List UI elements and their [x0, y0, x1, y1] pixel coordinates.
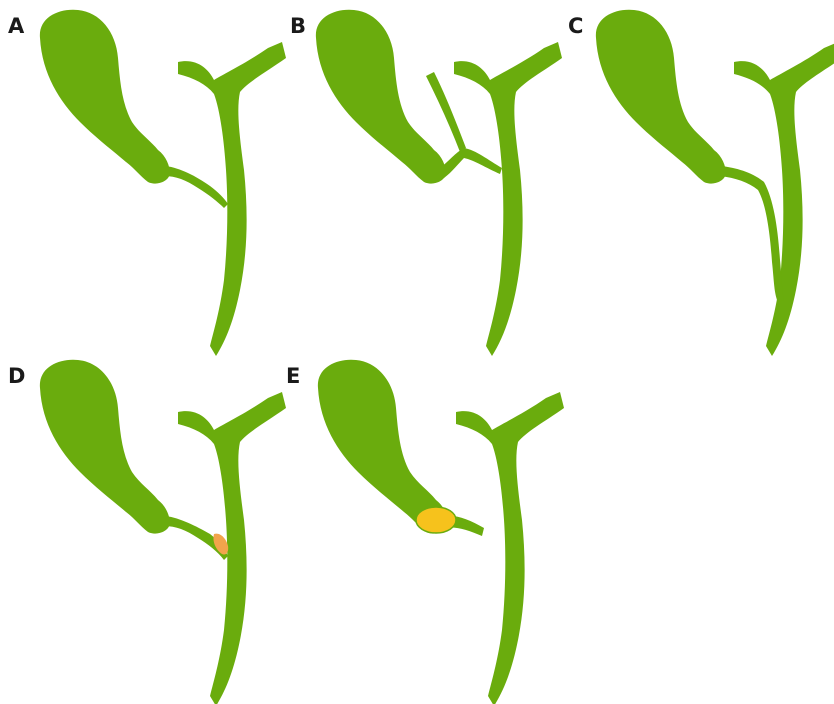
panel-d: D: [8, 360, 286, 704]
panel-e: E: [286, 360, 564, 704]
cystic-duct-c: [720, 166, 784, 302]
gallbladder-b: [316, 10, 446, 184]
panel-b: B: [290, 10, 562, 356]
gallbladder-d: [40, 360, 170, 534]
accessory-duct-b: [426, 72, 466, 152]
bile-duct-b: [454, 42, 562, 356]
panel-label-e: E: [286, 364, 300, 388]
panel-label-b: B: [290, 14, 306, 38]
stone-d: [213, 534, 228, 555]
panel-label-c: C: [568, 14, 583, 38]
gallbladder-a: [40, 10, 170, 184]
cystic-duct-b: [440, 148, 502, 178]
panel-a: A: [8, 10, 286, 356]
panel-label-d: D: [8, 364, 25, 388]
gallbladder-c: [596, 10, 726, 184]
panel-c: C: [568, 10, 834, 356]
cystic-duct-a: [164, 166, 228, 208]
bile-duct-e: [456, 392, 564, 704]
bile-duct-a: [178, 42, 286, 356]
stone-e: [416, 507, 456, 533]
bile-duct-d: [178, 392, 286, 704]
panel-label-a: A: [8, 14, 25, 38]
bile-duct-c: [734, 42, 834, 356]
